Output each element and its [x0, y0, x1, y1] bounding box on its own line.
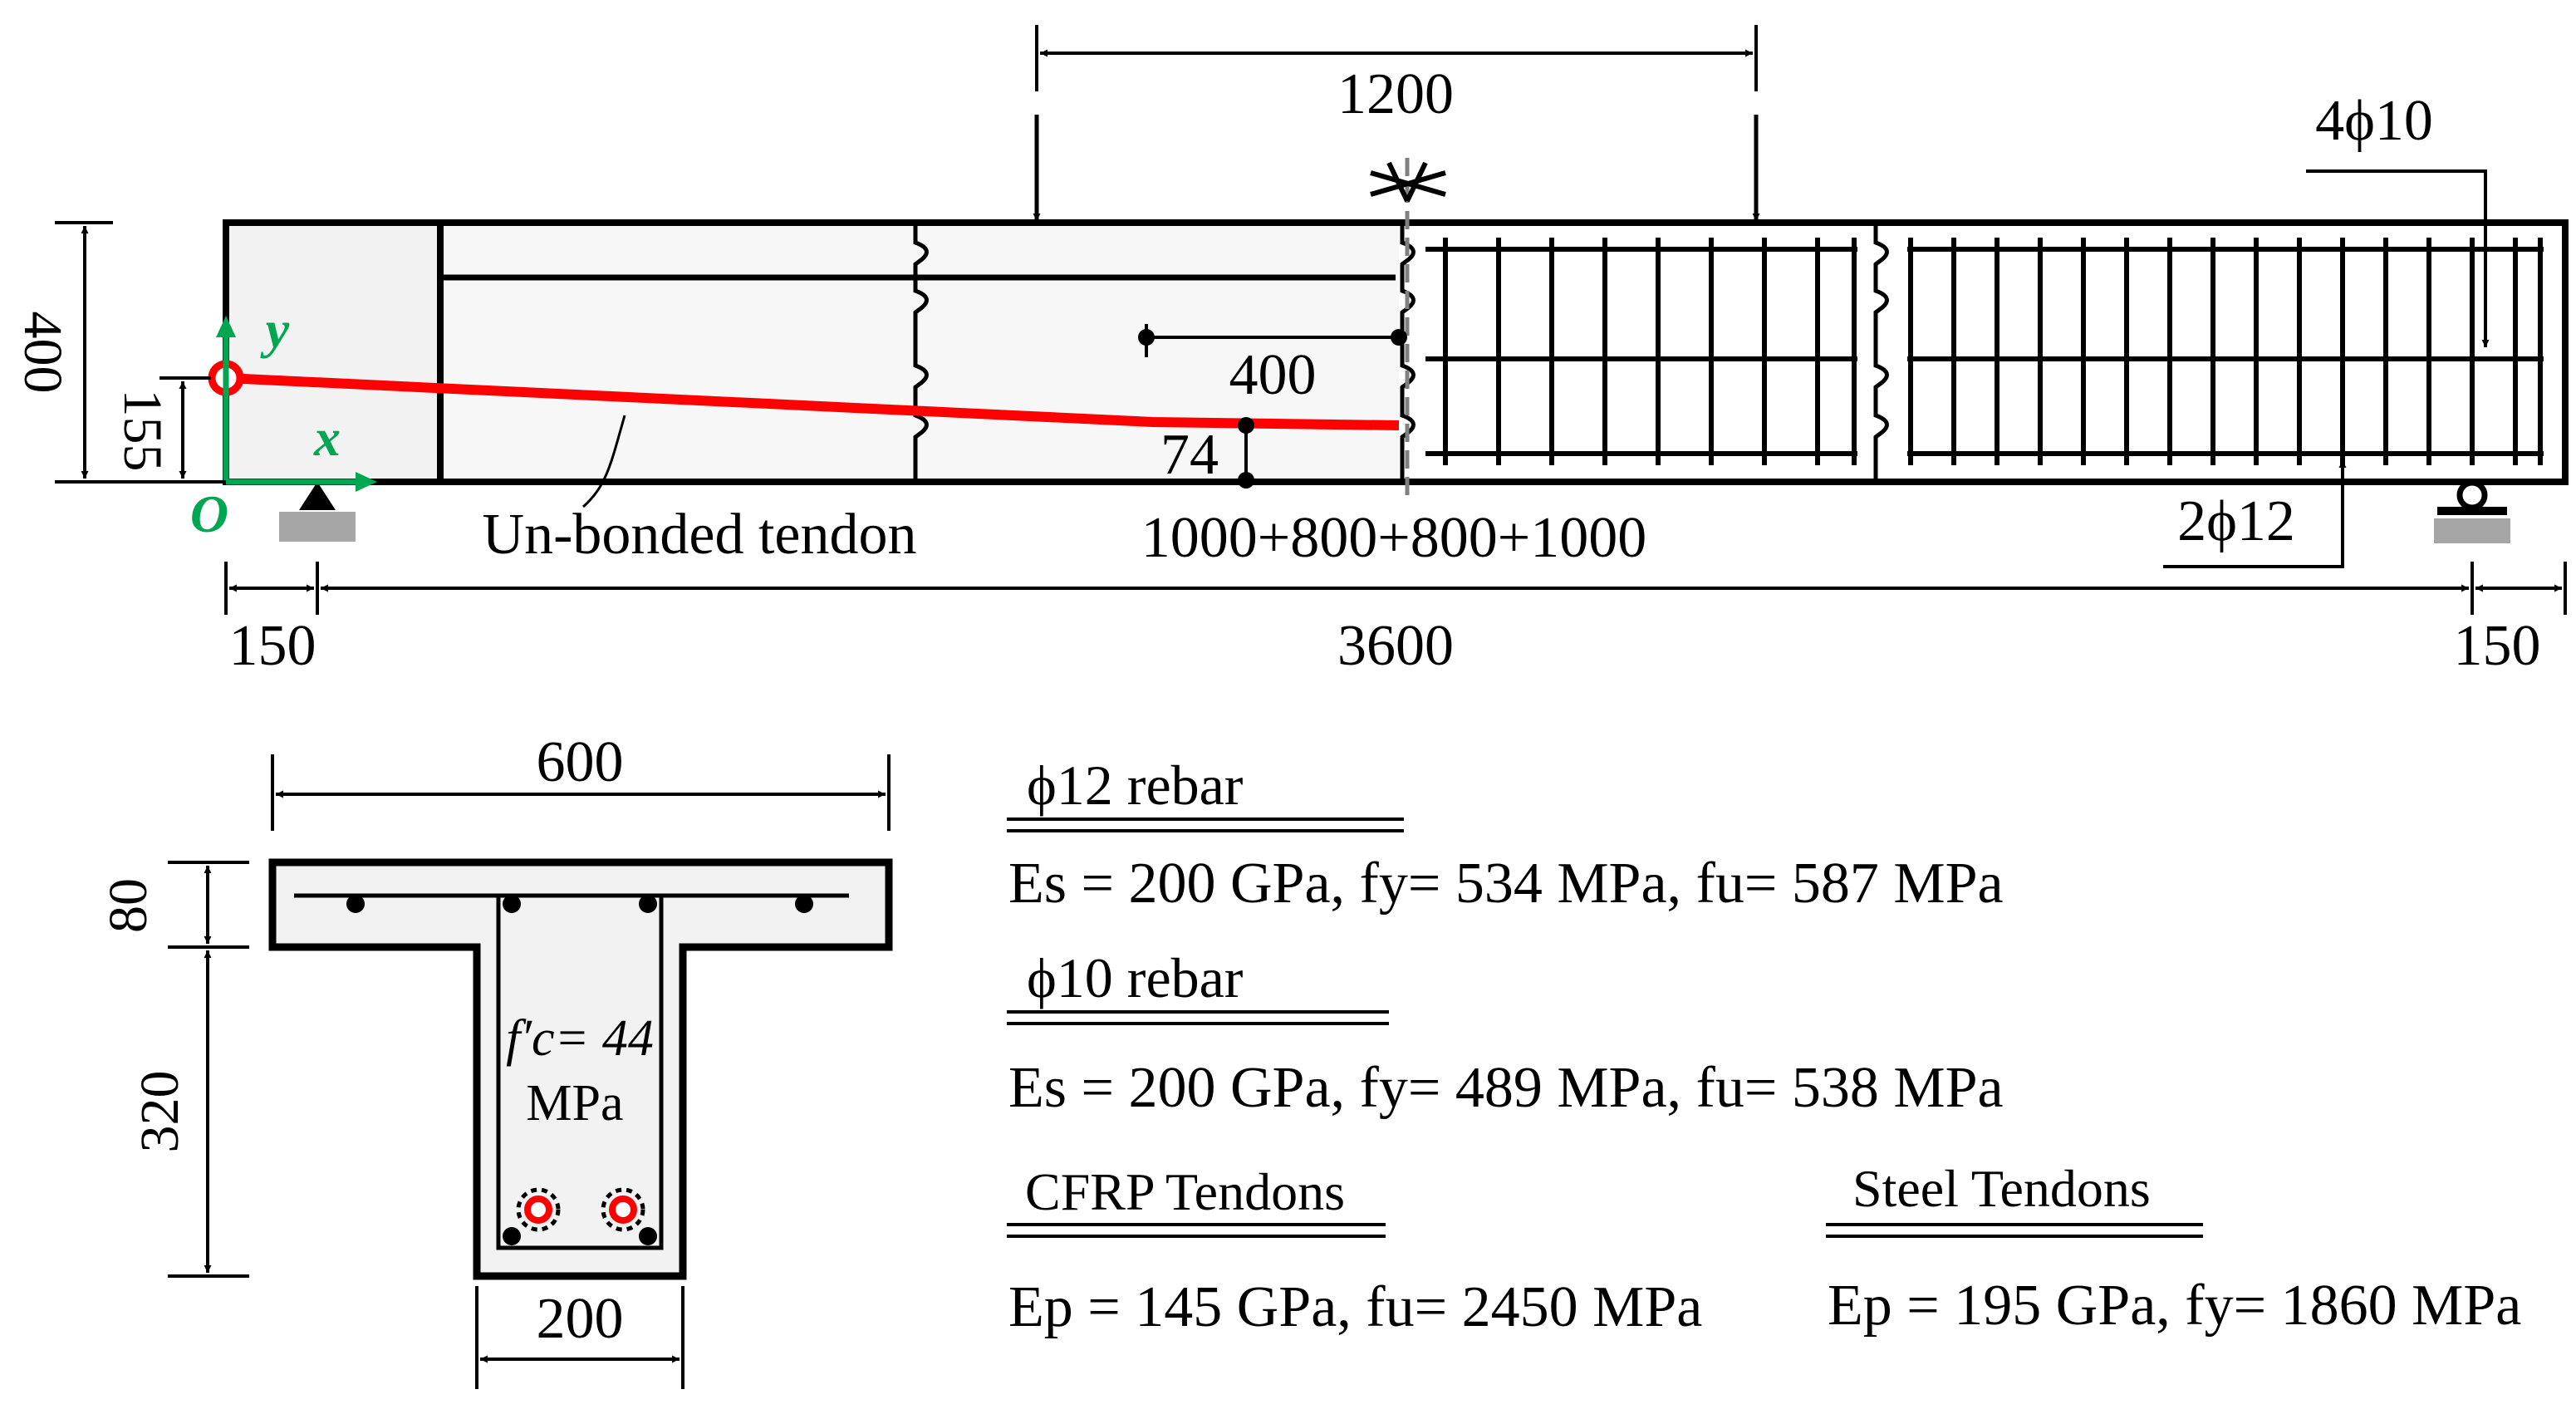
concrete-strength-label: f′c= 44: [506, 1010, 654, 1067]
rebar-cage-middle: [1425, 238, 1857, 465]
lvdt-icon: [1370, 161, 1446, 203]
origin-label: O: [190, 484, 228, 543]
tendon-offset-label: 400: [1229, 343, 1317, 407]
span-label: 3600: [1337, 614, 1454, 678]
axis-x-label: x: [313, 408, 341, 467]
right-support: [2434, 479, 2510, 543]
tendon-leader: [582, 415, 626, 508]
break-line-3: [1873, 223, 1889, 482]
steel-title: Steel Tendons: [1852, 1159, 2151, 1218]
tendon-mid-height-label: 74: [1160, 423, 1219, 487]
end-block-left: [229, 226, 439, 479]
break-line-1: [913, 223, 929, 482]
bottom-rebar-leader: [2163, 460, 2347, 568]
flange-width-label: 600: [537, 730, 624, 794]
cfrp-props: Ep = 145 GPa, fu= 2450 MPa: [1008, 1275, 1702, 1339]
beam-elevation: 1200 4ϕ10 400 155 y x O 400 74 Un-bonded…: [12, 25, 2569, 678]
t-section-outline: [268, 858, 893, 1280]
section-tendons: [516, 1187, 645, 1232]
height-label: 400: [12, 312, 73, 394]
unbonded-tendon: [225, 373, 1400, 430]
left-overhang-label: 150: [229, 614, 316, 678]
tendon-height-label: 155: [112, 390, 173, 472]
concrete-shade: [444, 226, 1399, 479]
rebar10-title: ϕ10 rebar: [1027, 946, 1244, 1009]
top-rebar-label: 4ϕ10: [2315, 89, 2433, 153]
cfrp-title: CFRP Tendons: [1025, 1162, 1345, 1221]
right-overhang-label: 150: [2454, 614, 2541, 678]
web-width-label: 200: [537, 1287, 624, 1351]
section-rebars: [346, 895, 813, 1245]
bottom-rebar-label: 2ϕ12: [2177, 489, 2295, 553]
tendon-label: Un-bonded tendon: [483, 503, 917, 567]
rebar12-props: Es = 200 GPa, fy= 534 MPa, fu= 587 MPa: [1008, 852, 2004, 916]
segments-label: 1000+800+800+1000: [1141, 506, 1646, 570]
top-rebar-leader: [2306, 169, 2490, 347]
rebar12-title: ϕ12 rebar: [1027, 754, 1244, 817]
rebar10-props: Es = 200 GPa, fy= 489 MPa, fu= 538 MPa: [1008, 1056, 2004, 1120]
load-spacing-label: 1200: [1337, 62, 1454, 126]
concrete-unit-label: MPa: [526, 1075, 623, 1132]
left-support: [279, 482, 356, 542]
material-properties: ϕ12 rebar Es = 200 GPa, fy= 534 MPa, fu=…: [1007, 754, 2521, 1339]
web-height-label: 320: [130, 1071, 190, 1153]
rebar-cage-end: [1907, 238, 2544, 465]
flange-thickness-label: 80: [98, 878, 159, 933]
stirrup: [496, 896, 664, 1250]
steel-props: Ep = 195 GPa, fy= 1860 MPa: [1828, 1274, 2521, 1338]
t-section: 600 80 320 200 f′c= 44 MPa: [98, 730, 893, 1389]
